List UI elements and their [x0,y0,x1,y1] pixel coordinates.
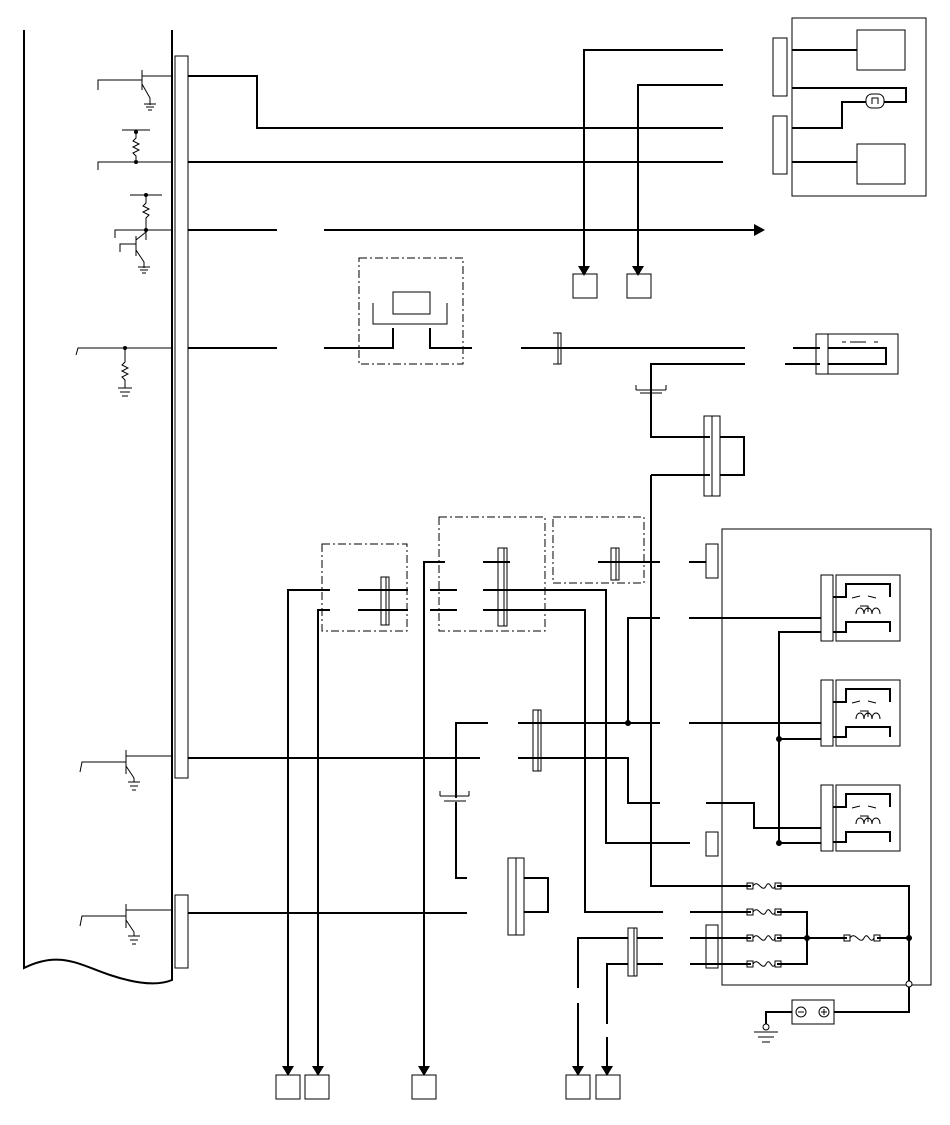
arrow-down-icon [282,1066,613,1076]
transistor-symbol [79,750,172,791]
transistor-symbol [97,70,172,111]
fuse-symbol [690,934,807,942]
relay-symbol [820,784,901,852]
wire [689,617,821,844]
component-box [791,17,927,197]
fuse-symbol [690,960,807,968]
junction-dot [625,720,631,726]
transistor-symbol [79,904,172,945]
battery-symbol [765,987,910,1027]
arrow-right-icon [754,224,765,236]
connector-symbol [772,37,788,175]
relay-symbol [820,679,901,747]
ground-symbol [754,1023,778,1043]
fuse-symbol [723,882,910,984]
connector-box [321,516,645,632]
wire [188,49,758,270]
arrow-down-icon [578,266,644,276]
resistor-symbol [75,346,172,397]
control-unit-connector-lower [174,894,189,969]
terminal-box [572,273,652,299]
relay-symbol [820,574,901,642]
terminal-box [275,1074,621,1100]
control-unit [23,30,173,985]
junction-dot [804,935,913,988]
fuse-symbol [690,908,808,965]
junction-dot [776,736,782,846]
connector-symbol [705,543,719,969]
connector-symbol [553,332,745,497]
control-unit-connector-upper [174,55,189,779]
relay-block [721,528,932,986]
resistor-transistor-symbol [114,193,172,274]
resistor-symbol [97,129,172,170]
bulb-icon [865,93,885,109]
main-fuse-symbol [807,934,909,942]
connector-symbol [380,547,638,977]
switch-component [815,333,899,375]
wire [188,561,706,1068]
switch-box [188,257,472,365]
